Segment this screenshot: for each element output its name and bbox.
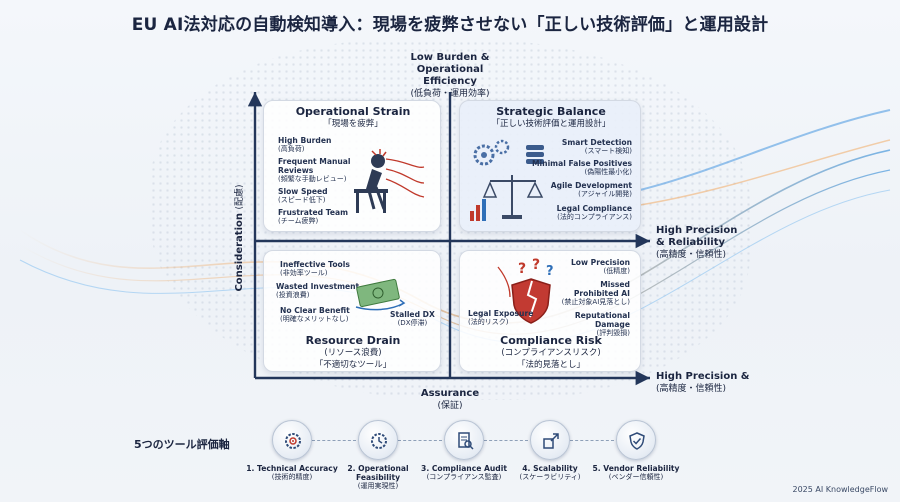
svg-text:?: ? bbox=[546, 264, 554, 279]
axis-left-label: Consideration (配慮) bbox=[234, 184, 245, 292]
quadrant-title: Strategic Balance 「正しい技術評価と運用設計」 bbox=[491, 105, 611, 130]
page-title: EU AI法対応の自動検知導入：現場を疲弊させない「正しい技術評価」と運用設計 bbox=[131, 15, 769, 35]
axis-right-mid-label: High Precision & Reliability (高精度・信頼性) bbox=[656, 225, 738, 260]
shield-check-icon bbox=[629, 432, 645, 450]
footer-credit: 2025 AI KnowledgeFlow bbox=[792, 485, 888, 494]
broken-shield-icon: ? ? ? bbox=[497, 257, 554, 324]
list-item: Slow Speed (スピード低下) bbox=[278, 187, 328, 204]
list-item: Reputational Damage (評判毀損) bbox=[574, 311, 630, 337]
axis-top-label: Low Burden & Operational Efficiency (低負荷… bbox=[410, 52, 490, 99]
quadrant-title: Compliance Risk (コンプライアンスリスク) 「法的見落とし」 bbox=[500, 334, 602, 371]
list-item: No Clear Benefit (明確なメリットなし) bbox=[280, 306, 350, 323]
svg-text:?: ? bbox=[532, 257, 540, 273]
target-gear-icon bbox=[285, 433, 301, 449]
quadrant-title: Resource Drain (リソース浪費) 「不適切なツール」 bbox=[305, 334, 401, 371]
quadrant-compliance-risk: ? ? ? Low Precision (低精度) Missed Prohibi… bbox=[459, 250, 641, 372]
list-item: Frequent Manual Reviews (頻繁な手動レビュー) bbox=[278, 157, 351, 183]
axis-bottom-label: Assurance (保証) bbox=[420, 388, 480, 411]
scale-up-icon bbox=[543, 433, 559, 449]
connector-line bbox=[312, 440, 356, 441]
evaluation-axes-title: 5つのツール評価軸 bbox=[134, 438, 230, 451]
list-item: Frustrated Team (チーム疲弊) bbox=[278, 208, 349, 225]
list-item: Wasted Investment (投資浪費) bbox=[276, 282, 360, 299]
evaluation-axis-vendor-reliability: 5. Vendor Reliability (ベンダー信頼性) bbox=[586, 420, 686, 482]
evaluation-axis-technical-accuracy: 1. Technical Accuracy (技術的精度) bbox=[242, 420, 342, 482]
connector-line bbox=[570, 440, 614, 441]
quadrant-title: Operational Strain 「現場を疲弊」 bbox=[295, 105, 411, 130]
list-item: Ineffective Tools (非効率ツール) bbox=[280, 260, 350, 277]
gears-balance-scale-icon bbox=[470, 139, 544, 221]
stressed-worker-icon bbox=[354, 149, 425, 213]
evaluation-axis-label: 5. Vendor Reliability (ベンダー信頼性) bbox=[592, 464, 680, 481]
list-item: Agile Development (アジャイル開発) bbox=[550, 181, 632, 198]
gear-clock-icon bbox=[371, 433, 387, 449]
evaluation-axis-compliance-audit: 3. Compliance Audit (コンプライアンス監査) bbox=[414, 420, 514, 482]
quadrant-operational-strain: Operational Strain 「現場を疲弊」 High Burden (… bbox=[263, 100, 441, 232]
list-item: Legal Exposure (法的リスク) bbox=[468, 309, 534, 326]
svg-text:?: ? bbox=[518, 261, 526, 277]
audit-document-icon bbox=[458, 432, 474, 450]
money-drain-icon bbox=[355, 278, 406, 311]
evaluation-axis-label: 3. Compliance Audit (コンプライアンス監査) bbox=[421, 464, 507, 481]
evaluation-axis-label: 4. Scalability (スケーラビリティ) bbox=[519, 464, 581, 481]
evaluation-axis-label: 1. Technical Accuracy (技術的精度) bbox=[246, 464, 338, 481]
evaluation-axis-operational-feasibility: 2. Operational Feasibility (運用実現性) bbox=[328, 420, 428, 491]
list-item: Smart Detection (スマート検知) bbox=[561, 138, 632, 155]
list-item: Low Precision (低精度) bbox=[570, 258, 630, 275]
evaluation-axis-scalability: 4. Scalability (スケーラビリティ) bbox=[500, 420, 600, 482]
list-item: Missed Prohibited AI (禁止対象AI見落とし) bbox=[561, 280, 630, 306]
evaluation-axis-label: 2. Operational Feasibility (運用実現性) bbox=[347, 464, 409, 490]
quadrant-strategic-balance: Strategic Balance 「正しい技術評価と運用設計」 Smart D… bbox=[459, 100, 641, 232]
list-item: High Burden (高負荷) bbox=[278, 136, 332, 153]
quadrant-resource-drain: Ineffective Tools (非効率ツール) Wasted Invest… bbox=[263, 250, 441, 372]
connector-line bbox=[484, 440, 528, 441]
axis-right-bottom-label: High Precision & (高精度・信頼性) bbox=[656, 371, 750, 394]
connector-line bbox=[398, 440, 442, 441]
list-item: Legal Compliance (法的コンプライアンス) bbox=[556, 204, 632, 221]
list-item: Minimal False Positives (偽陽性最小化) bbox=[532, 159, 632, 176]
list-item: Stalled DX (DX停滞) bbox=[390, 310, 435, 327]
